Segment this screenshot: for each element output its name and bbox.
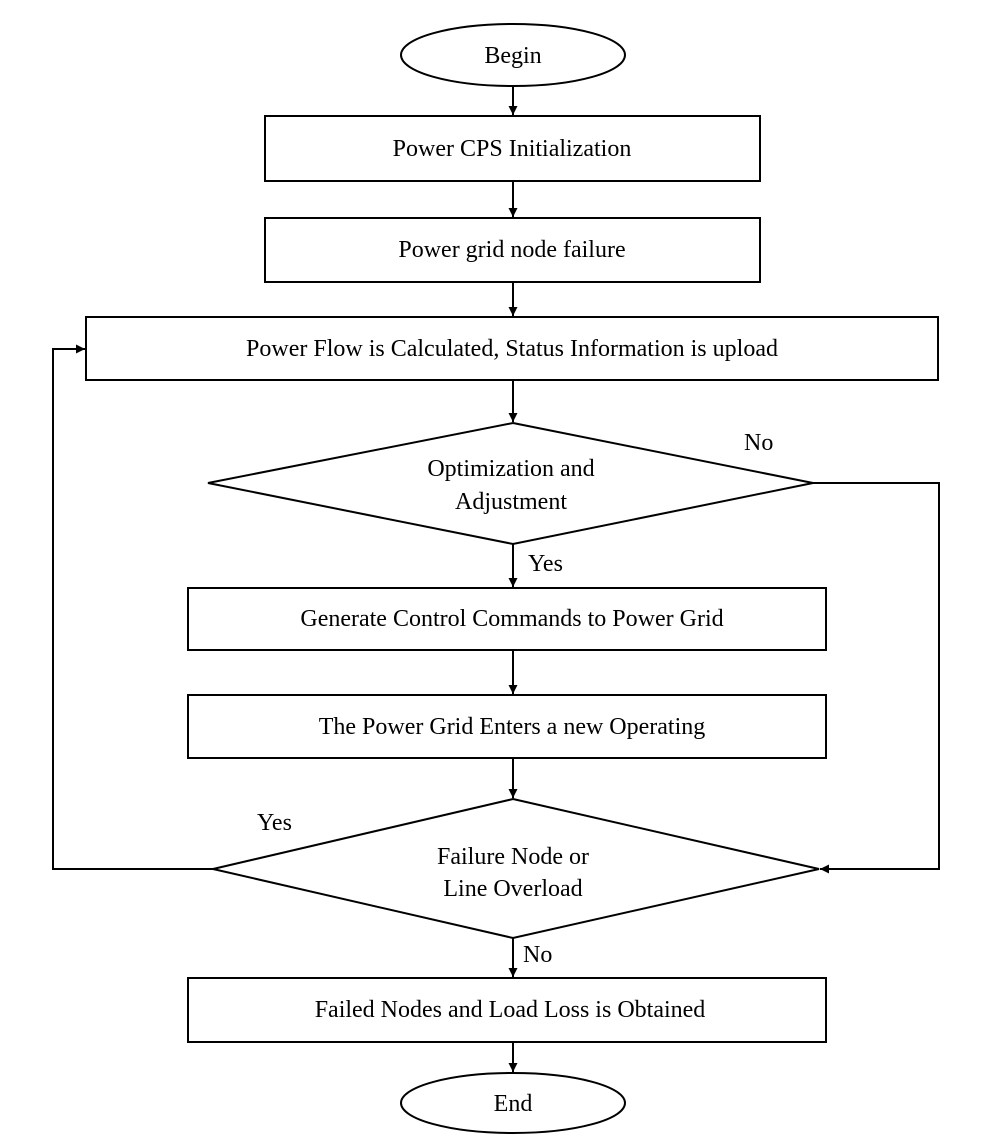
optimization-label-line2: Adjustment xyxy=(455,489,567,515)
generate-node: Generate Control Commands to Power Grid xyxy=(187,587,827,651)
generate-label: Generate Control Commands to Power Grid xyxy=(300,606,723,632)
optimization-no-label: No xyxy=(744,430,773,456)
begin-node: Begin xyxy=(400,23,626,87)
end-node: End xyxy=(400,1072,626,1134)
connector-overload-yes-loop xyxy=(52,344,213,870)
enters-node: The Power Grid Enters a new Operating xyxy=(187,694,827,759)
overload-label-line2: Line Overload xyxy=(443,876,582,902)
overload-no-label: No xyxy=(523,942,552,968)
overload-label-line1: Failure Node or xyxy=(437,844,589,870)
optimization-yes-label: Yes xyxy=(528,551,563,577)
enters-label: The Power Grid Enters a new Operating xyxy=(319,714,706,740)
failed-nodes-label: Failed Nodes and Load Loss is Obtained xyxy=(315,997,706,1023)
optimization-label-line1: Optimization and xyxy=(427,456,594,482)
optimization-decision: Optimization and Adjustment xyxy=(207,421,814,546)
overload-yes-label: Yes xyxy=(257,810,292,836)
failed-nodes-node: Failed Nodes and Load Loss is Obtained xyxy=(187,977,827,1043)
overload-decision: Failure Node or Line Overload xyxy=(212,797,820,940)
powerflow-label: Power Flow is Calculated, Status Informa… xyxy=(246,336,778,362)
failure-label: Power grid node failure xyxy=(398,237,625,263)
connector-optimization-no-loop xyxy=(813,482,940,874)
failure-node: Power grid node failure xyxy=(264,217,761,283)
powerflow-node: Power Flow is Calculated, Status Informa… xyxy=(85,316,939,381)
begin-label: Begin xyxy=(484,43,541,69)
init-node: Power CPS Initialization xyxy=(264,115,761,182)
end-label: End xyxy=(494,1091,533,1117)
init-label: Power CPS Initialization xyxy=(393,136,632,162)
